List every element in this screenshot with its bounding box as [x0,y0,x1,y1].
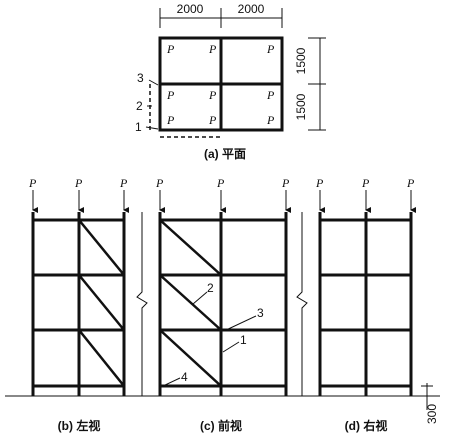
load-label: P [155,176,164,190]
callout-2: 2 [207,281,214,295]
plan-dim-top-right: 2000 [238,2,265,16]
plan-load-label: P [266,113,275,127]
right-view-frame [318,212,413,396]
break-symbol-left [136,212,148,396]
load-arrows [32,190,416,213]
break-symbol-right [296,212,308,396]
load-label: P [315,176,324,190]
plan-leader-1 [145,126,159,130]
left-view-caption: (b) 左视 [58,418,101,433]
front-view-frame [158,212,288,396]
load-label: P [28,176,37,190]
plan-load-label: P [208,113,217,127]
plan-callout-1: 1 [135,120,142,134]
plan-load-label: P [166,88,175,102]
plan-dim-right-top: 1500 [294,47,308,74]
load-label: P [406,176,415,190]
front-view-leaders [162,291,257,387]
right-view-caption: (d) 右视 [345,418,388,433]
front-view-callouts: 2 3 1 4 [181,281,264,384]
callout-3: 3 [257,306,264,320]
callout-4: 4 [181,370,188,384]
ground-dimension [421,383,433,410]
plan-load-label: P [266,88,275,102]
plan-dim-right-bottom: 1500 [294,93,308,120]
elevation-load-labels: P P P P P P P P P [28,176,415,190]
plan-view [145,8,326,138]
load-label: P [281,176,290,190]
plan-callout-3: 3 [137,71,144,85]
plan-load-label: P [208,88,217,102]
front-view-caption: (c) 前视 [200,418,242,433]
plan-leader-3 [148,79,159,86]
plan-caption: (a) 平面 [204,147,246,161]
load-label: P [119,176,128,190]
load-label: P [361,176,370,190]
plan-load-label: P [166,42,175,56]
load-label: P [74,176,83,190]
plan-labels: 2000 2000 1500 1500 P P P P P P P P P 3 … [135,2,308,161]
plan-load-label: P [266,42,275,56]
plan-callout-2: 2 [136,99,143,113]
left-view-frame [31,212,126,396]
callout-1: 1 [240,333,247,347]
ground-dim-label: 300 [425,404,439,424]
plan-dim-top-left: 2000 [177,2,204,16]
load-label: P [216,176,225,190]
plan-load-label: P [166,113,175,127]
plan-load-label: P [208,42,217,56]
